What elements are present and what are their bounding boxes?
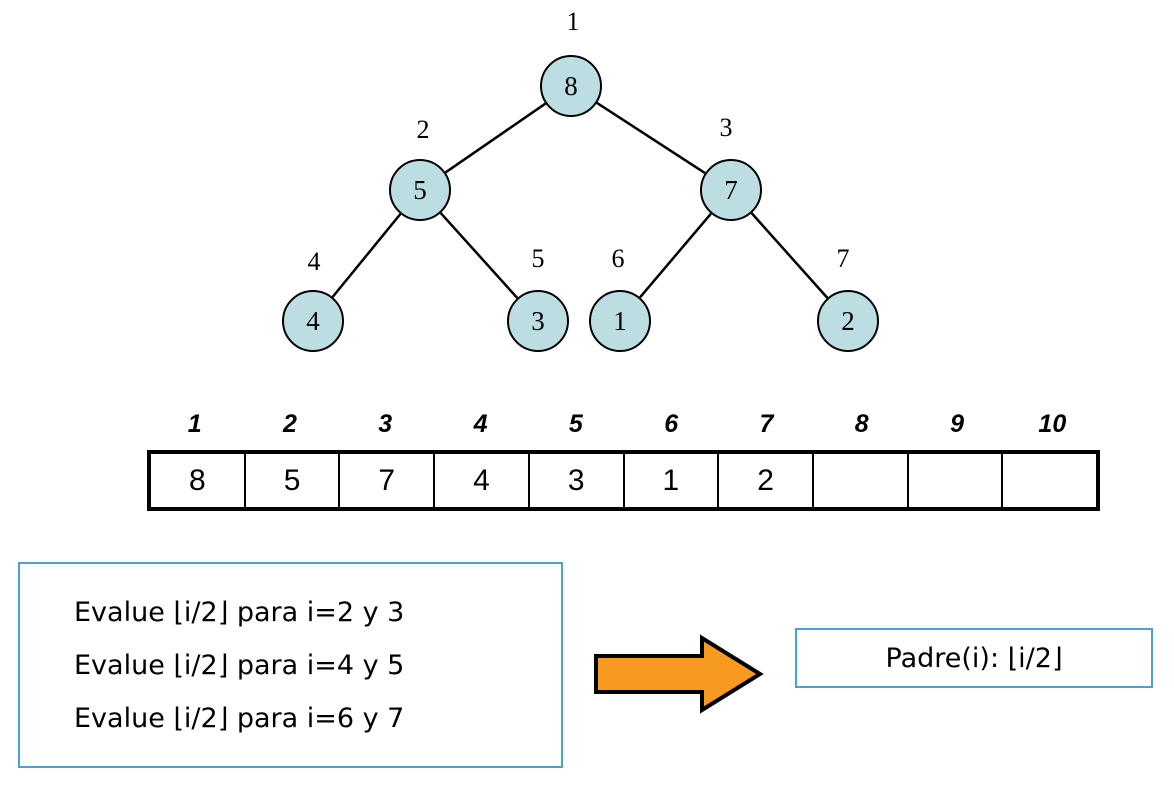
binary-tree-diagram: 8 5 7 4 3 1 2 1 2 3 4 5 6 7 — [0, 0, 1174, 390]
tree-node-value: 4 — [306, 305, 320, 336]
array-cell[interactable] — [909, 454, 1004, 507]
tree-edge — [750, 212, 829, 299]
result-formula-text: Padre(i): ⌊i/2⌋ — [885, 642, 1063, 674]
array-index-label: 4 — [473, 410, 488, 438]
array-index-label: 7 — [759, 410, 774, 438]
step-line: Evalue ⌊i/2⌋ para i=6 y 7 — [74, 702, 405, 734]
tree-edge — [331, 213, 402, 298]
array-cell[interactable]: 1 — [625, 454, 720, 507]
tree-edges-layer — [331, 101, 829, 299]
steps-box: Evalue ⌊i/2⌋ para i=2 y 3 Evalue ⌊i/2⌋ pa… — [18, 562, 563, 768]
tree-node[interactable]: 8 — [540, 55, 602, 117]
array-cell[interactable]: 4 — [435, 454, 530, 507]
array-index-label: 2 — [282, 410, 297, 438]
array-cell[interactable]: 2 — [719, 454, 814, 507]
tree-node-value: 2 — [841, 305, 855, 336]
tree-node[interactable]: 5 — [389, 159, 451, 221]
array-index-labels: 1 2 3 4 5 6 7 8 9 10 — [147, 412, 1100, 450]
tree-node-index-label: 3 — [719, 113, 733, 142]
array-cell[interactable]: 8 — [151, 454, 246, 507]
tree-node-index-label: 6 — [611, 244, 625, 273]
tree-node-index-label: 4 — [307, 247, 321, 276]
tree-node-value: 3 — [531, 305, 545, 336]
array-cell[interactable]: 3 — [530, 454, 625, 507]
array-index-label: 1 — [187, 410, 202, 438]
tree-edge — [444, 102, 547, 174]
tree-node-value: 7 — [724, 174, 738, 205]
tree-node-index-label: 1 — [566, 7, 580, 36]
tree-node[interactable]: 7 — [700, 159, 762, 221]
tree-node-index-label: 5 — [531, 244, 545, 273]
tree-node[interactable]: 4 — [282, 290, 344, 352]
array-cell[interactable] — [814, 454, 909, 507]
tree-node[interactable]: 3 — [507, 290, 569, 352]
orange-arrow-right-icon — [592, 634, 764, 714]
array-cell[interactable] — [1003, 454, 1096, 507]
array-index-label: 10 — [1038, 410, 1067, 438]
array-index-label: 6 — [664, 410, 679, 438]
tree-node[interactable]: 1 — [589, 290, 651, 352]
tree-node-index-label: 2 — [416, 115, 430, 144]
tree-edge — [439, 212, 519, 299]
array-cell[interactable]: 7 — [340, 454, 436, 507]
tree-node-value: 8 — [564, 70, 578, 101]
step-line: Evalue ⌊i/2⌋ para i=2 y 3 — [74, 596, 405, 628]
tree-edge — [596, 101, 706, 175]
array-cell[interactable]: 5 — [246, 454, 341, 507]
tree-node-value: 1 — [613, 305, 627, 336]
tree-edge — [639, 212, 712, 299]
result-box: Padre(i): ⌊i/2⌋ — [795, 628, 1153, 688]
arrow-right-shape — [594, 634, 764, 714]
array-index-label: 3 — [378, 410, 393, 438]
array-index-label: 9 — [950, 410, 964, 438]
array-index-label: 5 — [568, 410, 583, 438]
tree-node-value: 5 — [413, 174, 427, 205]
tree-node-index-label: 7 — [836, 244, 850, 273]
step-line: Evalue ⌊i/2⌋ para i=4 y 5 — [74, 649, 405, 681]
array-index-label: 8 — [854, 410, 869, 438]
tree-node[interactable]: 2 — [817, 290, 879, 352]
